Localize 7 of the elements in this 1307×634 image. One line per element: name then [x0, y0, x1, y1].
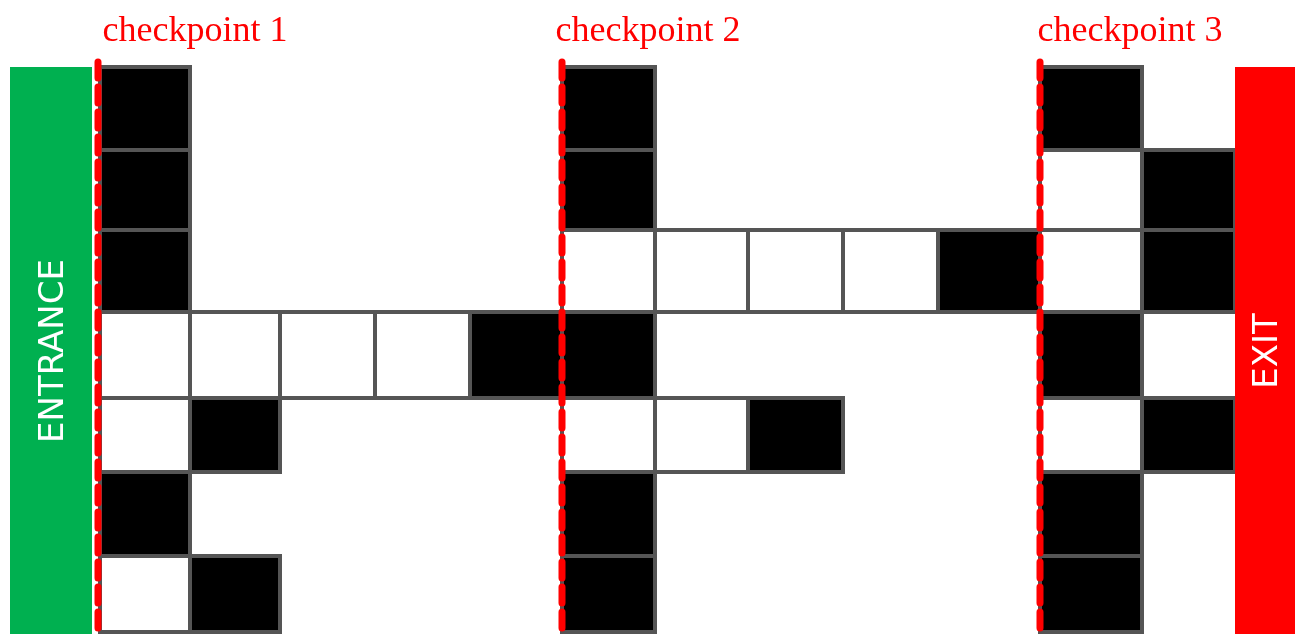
checkpoint-label: checkpoint 3	[1037, 8, 1223, 50]
end-bar	[10, 67, 92, 634]
bar-label: EXIT	[1245, 312, 1285, 389]
checkpoint-label: checkpoint 2	[555, 8, 741, 50]
bar-label: ENTRANCE	[31, 258, 71, 443]
end-bar	[1235, 67, 1295, 634]
checkpoint-label: checkpoint 1	[102, 8, 288, 50]
